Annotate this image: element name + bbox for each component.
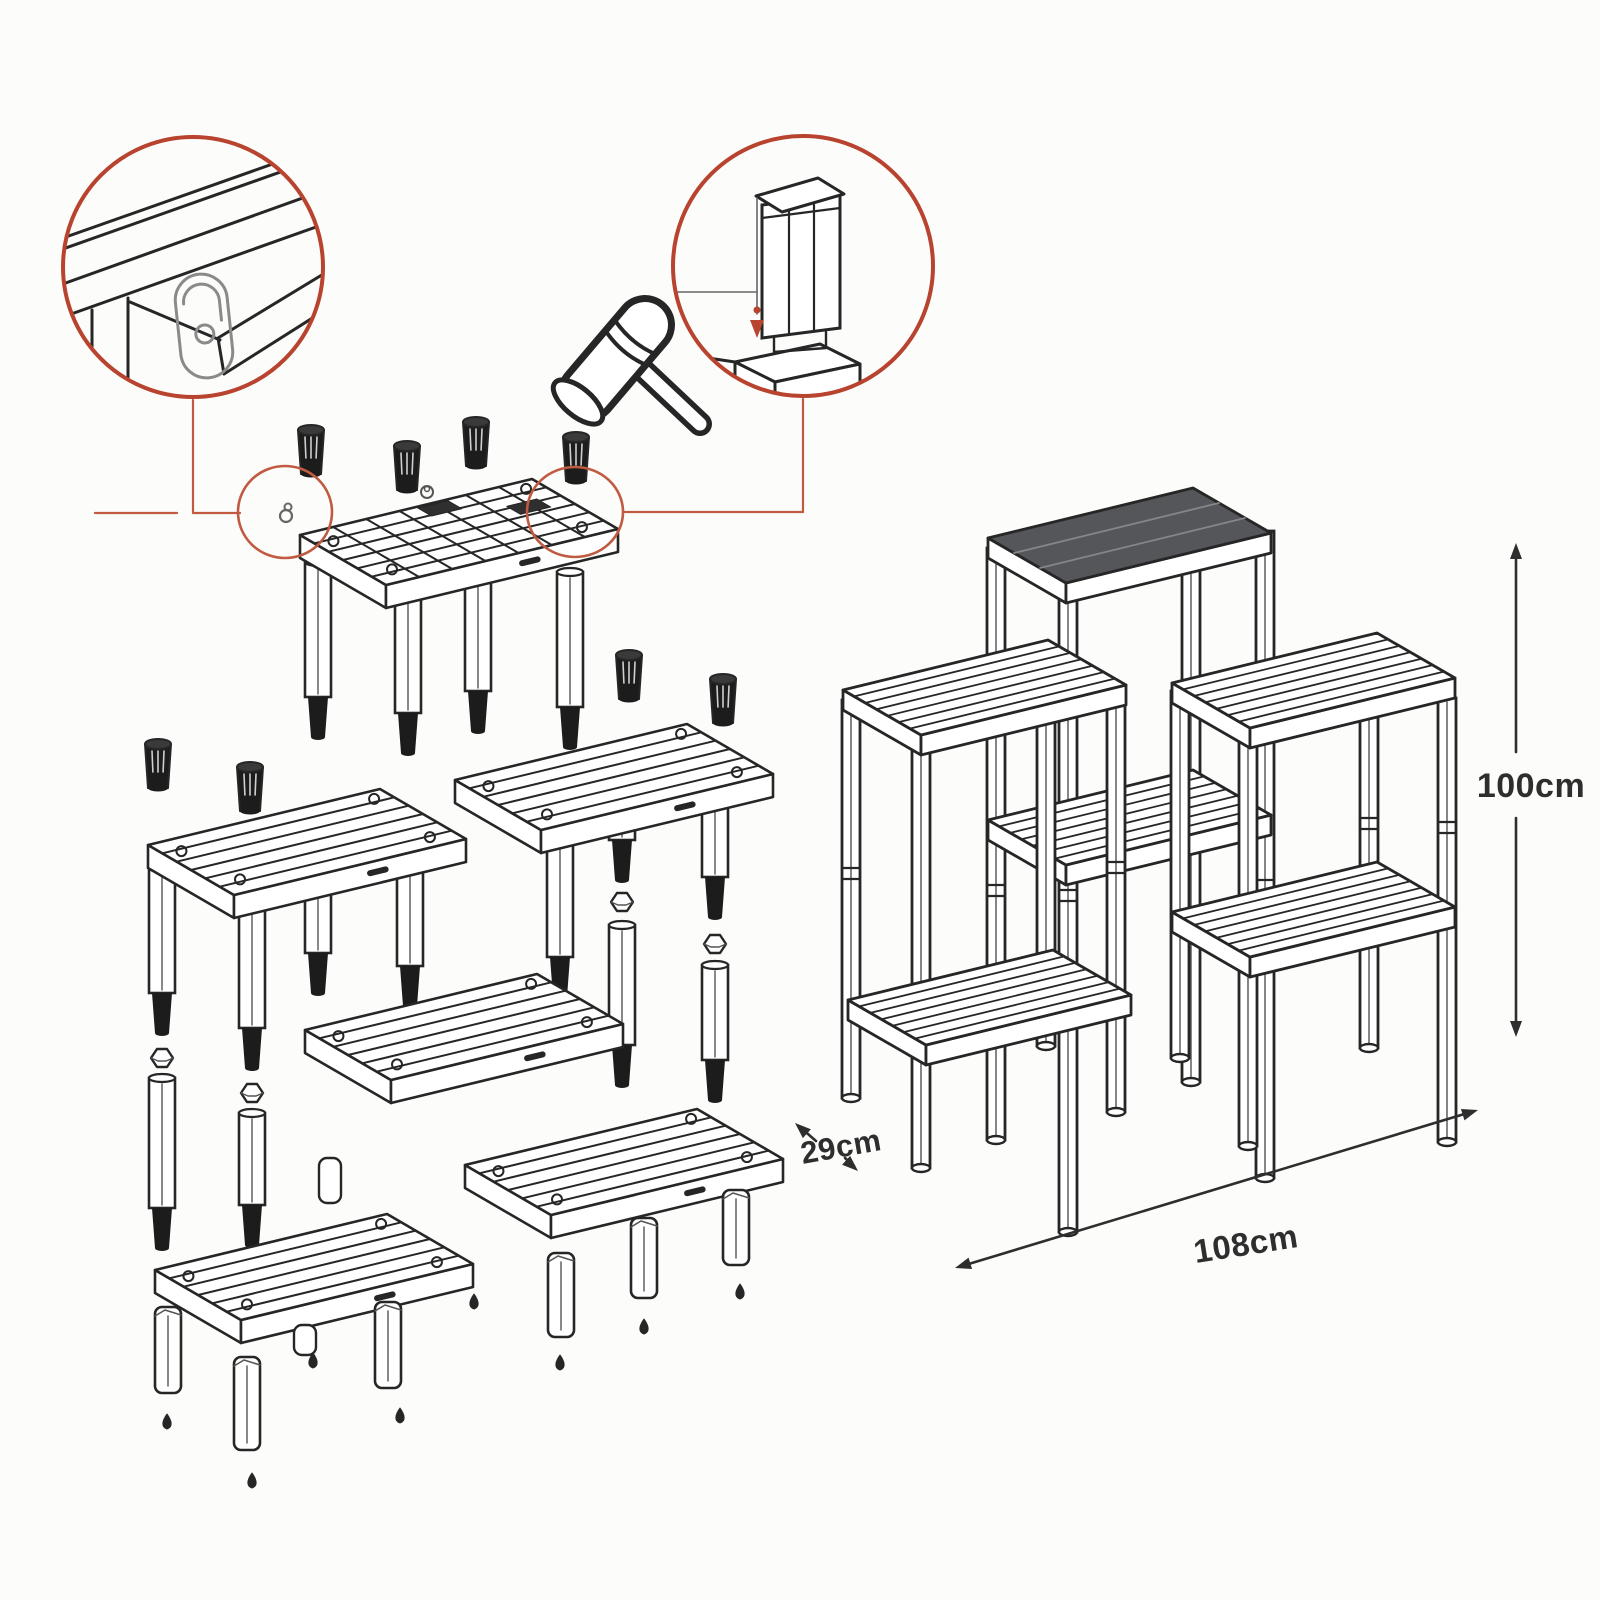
keyhole-bracket-detail-icon [61, 135, 325, 399]
width-dimension-label: 108cm [1191, 1217, 1301, 1270]
mallet-icon [550, 295, 712, 436]
callout-connector-lines [93, 397, 805, 560]
height-dimension-label: 100cm [1477, 767, 1585, 805]
exploded-view [144, 416, 785, 1489]
assembled-view [840, 486, 1458, 1238]
depth-dimension-label: 29cm [798, 1122, 884, 1171]
leg-socket-detail-icon [671, 134, 935, 398]
